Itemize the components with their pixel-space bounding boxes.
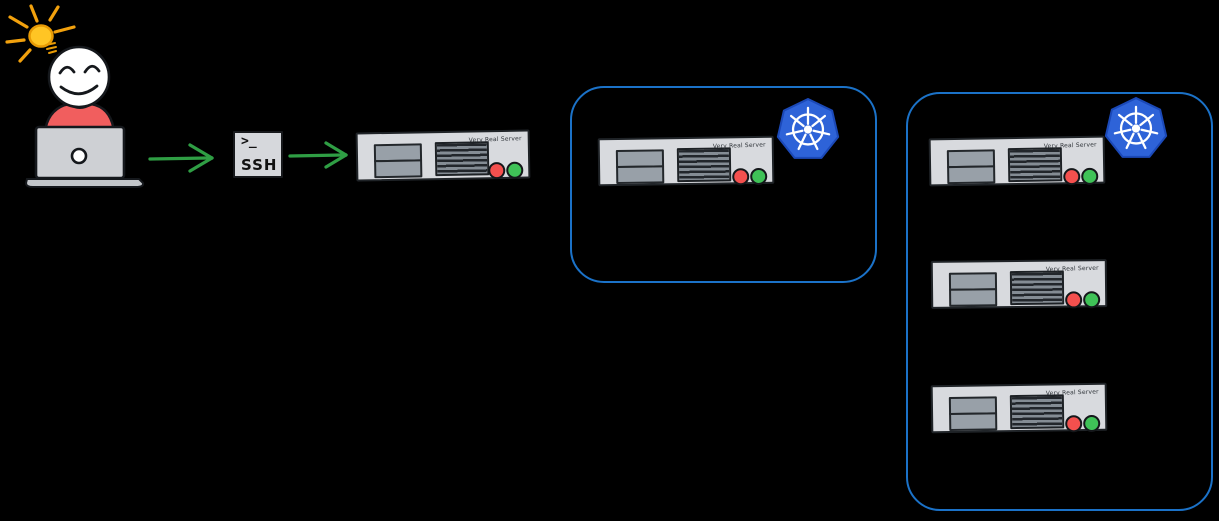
vent-grille (676, 147, 732, 183)
green-led (1081, 167, 1099, 185)
person-icon (43, 45, 116, 134)
red-led (1065, 291, 1083, 309)
drive-bays (946, 149, 996, 185)
developer-figure (5, 4, 145, 188)
kubernetes-icon (776, 98, 840, 159)
drive-bays (948, 272, 998, 307)
vent-grille (434, 141, 490, 177)
lightbulb-icon (5, 4, 76, 63)
kubernetes-icon (1104, 97, 1168, 158)
laptop-icon (24, 125, 145, 188)
vent-grille (1009, 270, 1065, 306)
terminal-prompt-icon: >_ (241, 134, 257, 149)
green-led (1083, 291, 1101, 309)
server-node-1: Very Real Server (928, 135, 1106, 187)
green-led (506, 161, 524, 179)
server-node: Very Real Server (597, 135, 775, 187)
k8s-cluster-single: Very Real Server (570, 86, 877, 283)
ssh-label: SSH (241, 156, 278, 174)
arrow-ssh-to-server (288, 141, 348, 169)
drive-bays (948, 396, 998, 431)
vent-grille (1009, 394, 1065, 430)
k8s-cluster-multi: Very Real Server Very Real Server Very R… (906, 92, 1213, 511)
server-label: Very Real Server (1043, 141, 1097, 151)
drive-bays (615, 149, 665, 184)
red-led (732, 168, 750, 186)
green-led (750, 167, 768, 186)
server-node-2: Very Real Server (930, 259, 1108, 309)
red-led (488, 161, 506, 180)
vent-grille (1007, 147, 1063, 183)
green-led (1083, 414, 1101, 433)
server-node-3: Very Real Server (930, 382, 1108, 434)
arrow-laptop-to-ssh (148, 143, 214, 173)
server-standalone: Very Real Server (355, 129, 531, 182)
red-led (1063, 168, 1081, 186)
server-label: Very Real Server (468, 135, 522, 145)
server-label: Very Real Server (1045, 388, 1099, 398)
server-label: Very Real Server (1045, 264, 1099, 274)
server-label: Very Real Server (712, 141, 766, 151)
red-led (1065, 415, 1083, 433)
drive-bays (373, 143, 423, 179)
ssh-terminal-box: >_ SSH (233, 131, 283, 178)
